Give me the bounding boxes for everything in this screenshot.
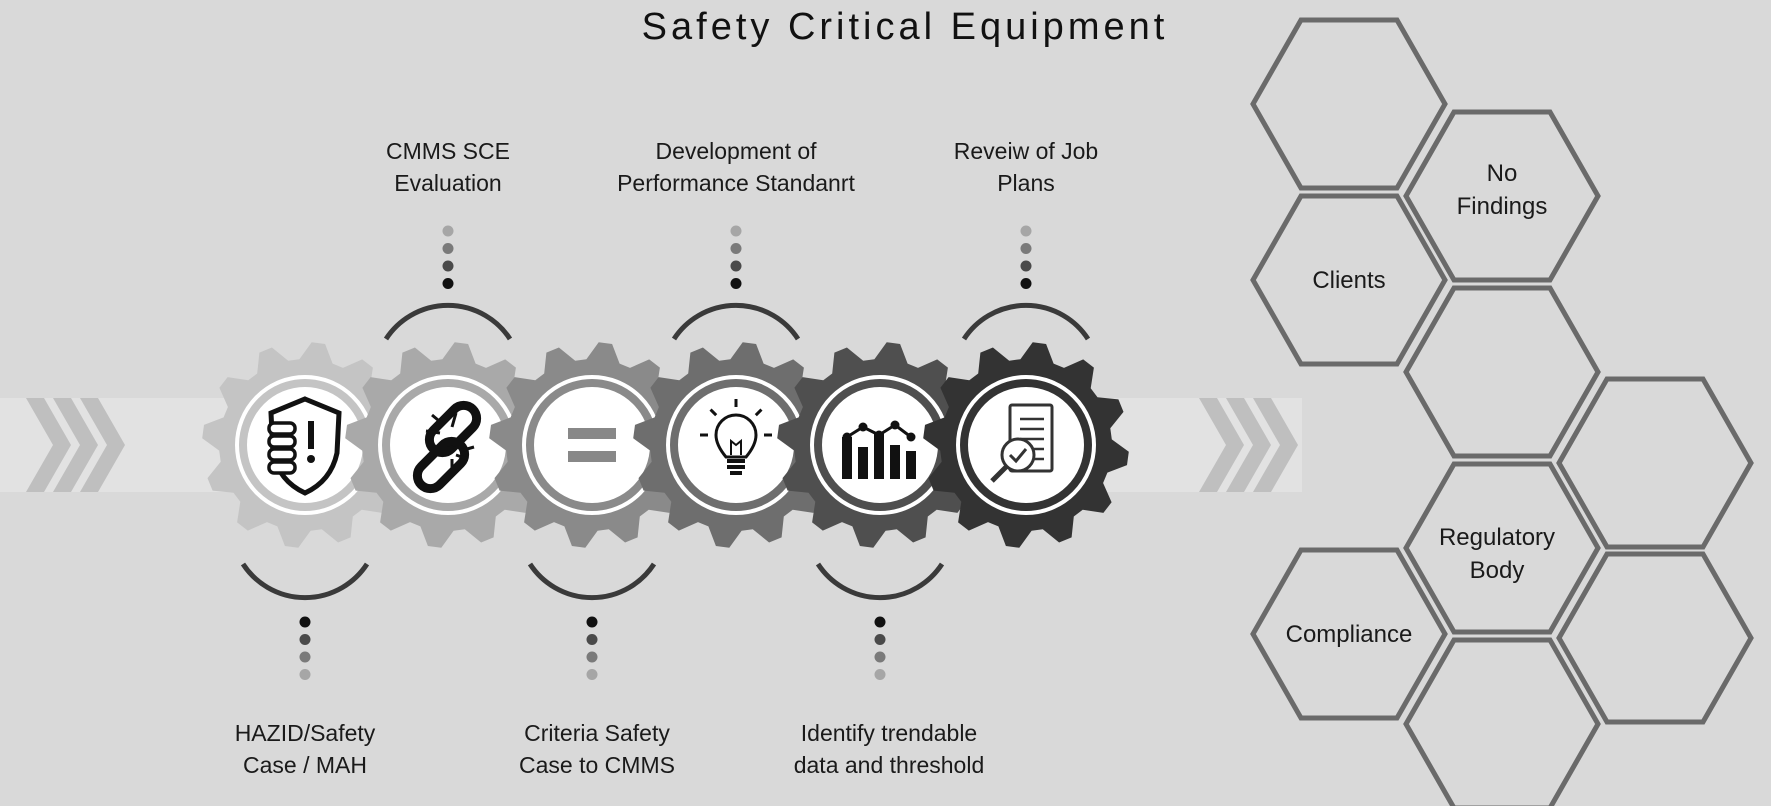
step-label-line: data and threshold bbox=[793, 752, 985, 778]
arc bbox=[961, 302, 1091, 341]
dot bbox=[1020, 278, 1032, 289]
chevron-arrow-icon bbox=[1226, 398, 1271, 492]
dot bbox=[299, 651, 311, 663]
dot bbox=[299, 669, 311, 680]
hexagon bbox=[1403, 109, 1601, 283]
gear-ring bbox=[956, 375, 1096, 515]
chevron-arrow-icon bbox=[1199, 398, 1244, 492]
dot bbox=[586, 616, 598, 628]
step-label-line: Criteria Safety bbox=[524, 720, 670, 746]
connector-2 bbox=[383, 225, 513, 341]
hexagon bbox=[1403, 461, 1601, 635]
dot bbox=[442, 278, 454, 289]
gear-face bbox=[247, 387, 363, 503]
dot bbox=[1020, 225, 1032, 237]
connector-4 bbox=[671, 225, 801, 341]
document-check-icon bbox=[990, 403, 1054, 483]
hexagon-label-line: Body bbox=[1469, 557, 1525, 584]
left-chevrons bbox=[26, 398, 125, 492]
broken-chain-icon bbox=[412, 400, 482, 494]
hexagon-label: Compliance bbox=[1264, 618, 1434, 651]
gear-3 bbox=[489, 342, 695, 548]
connector-3 bbox=[527, 562, 657, 680]
dot bbox=[442, 225, 454, 237]
hexagon-cluster bbox=[1250, 17, 1754, 806]
connector-5 bbox=[815, 562, 945, 680]
dot bbox=[874, 651, 886, 663]
arc bbox=[383, 302, 513, 341]
step-label-line: Reveiw of Job bbox=[953, 138, 1099, 164]
step-label-line: HAZID/Safety bbox=[234, 720, 376, 746]
step-label-line: Performance Standanrt bbox=[617, 170, 855, 196]
equals-icon bbox=[568, 428, 616, 462]
dot bbox=[874, 669, 886, 680]
dot bbox=[299, 634, 311, 645]
arc bbox=[527, 562, 657, 601]
bar-chart-trend-icon bbox=[842, 420, 916, 479]
hexagon bbox=[1556, 551, 1754, 725]
hexagon-label-line: Regulatory bbox=[1438, 524, 1556, 551]
lightbulb-icon bbox=[700, 399, 772, 475]
hexagon-label-line: No bbox=[1486, 160, 1518, 187]
dot bbox=[586, 634, 598, 645]
chevron-arrow-icon bbox=[26, 398, 71, 492]
hexagon-label-line: Findings bbox=[1456, 193, 1548, 220]
step-label-line: Case to CMMS bbox=[519, 752, 675, 778]
dot bbox=[586, 651, 598, 663]
shield-hand-alert-icon bbox=[267, 396, 342, 496]
dot bbox=[874, 616, 886, 628]
arc bbox=[671, 302, 801, 341]
arc bbox=[815, 562, 945, 601]
step-label: Identify trendable data and threshold bbox=[739, 717, 1039, 781]
dot bbox=[299, 616, 311, 628]
dot bbox=[730, 260, 742, 272]
hexagon bbox=[1250, 17, 1448, 191]
chevron-arrow-icon bbox=[53, 398, 98, 492]
step-label: Development of Performance Standanrt bbox=[586, 135, 886, 199]
hexagon bbox=[1403, 637, 1601, 806]
hexagon bbox=[1403, 285, 1601, 459]
step-label-line: Plans bbox=[997, 170, 1055, 196]
dot bbox=[730, 225, 742, 237]
page-title: Safety Critical Equipment bbox=[641, 6, 1169, 48]
dot bbox=[442, 243, 454, 254]
step-label-line: Identify trendable bbox=[800, 720, 978, 746]
hexagon bbox=[1250, 547, 1448, 721]
right-chevrons bbox=[1199, 398, 1298, 492]
step-label-line: Evaluation bbox=[394, 170, 502, 196]
gear-face bbox=[534, 387, 650, 503]
dot bbox=[1020, 260, 1032, 272]
dot bbox=[442, 260, 454, 272]
step-label-line: Development of bbox=[655, 138, 817, 164]
dot bbox=[730, 243, 742, 254]
chevron-arrow-icon bbox=[80, 398, 125, 492]
hexagon-label-line: Compliance bbox=[1285, 620, 1413, 648]
dot bbox=[586, 669, 598, 680]
dot bbox=[1020, 243, 1032, 254]
hexagon-label-line: Clients bbox=[1312, 266, 1386, 294]
connector-6 bbox=[961, 225, 1091, 341]
step-label-line: Case / MAH bbox=[243, 752, 367, 778]
dot bbox=[730, 278, 742, 289]
arc bbox=[240, 562, 370, 601]
step-label-line: CMMS SCE bbox=[386, 138, 510, 164]
hexagon-label: Clients bbox=[1264, 264, 1434, 297]
dot bbox=[874, 634, 886, 645]
chevron-arrow-icon bbox=[1253, 398, 1298, 492]
hexagon bbox=[1250, 193, 1448, 367]
hexagon bbox=[1556, 376, 1754, 550]
connector-1 bbox=[240, 562, 370, 680]
step-label: CMMS SCE Evaluation bbox=[298, 135, 598, 199]
